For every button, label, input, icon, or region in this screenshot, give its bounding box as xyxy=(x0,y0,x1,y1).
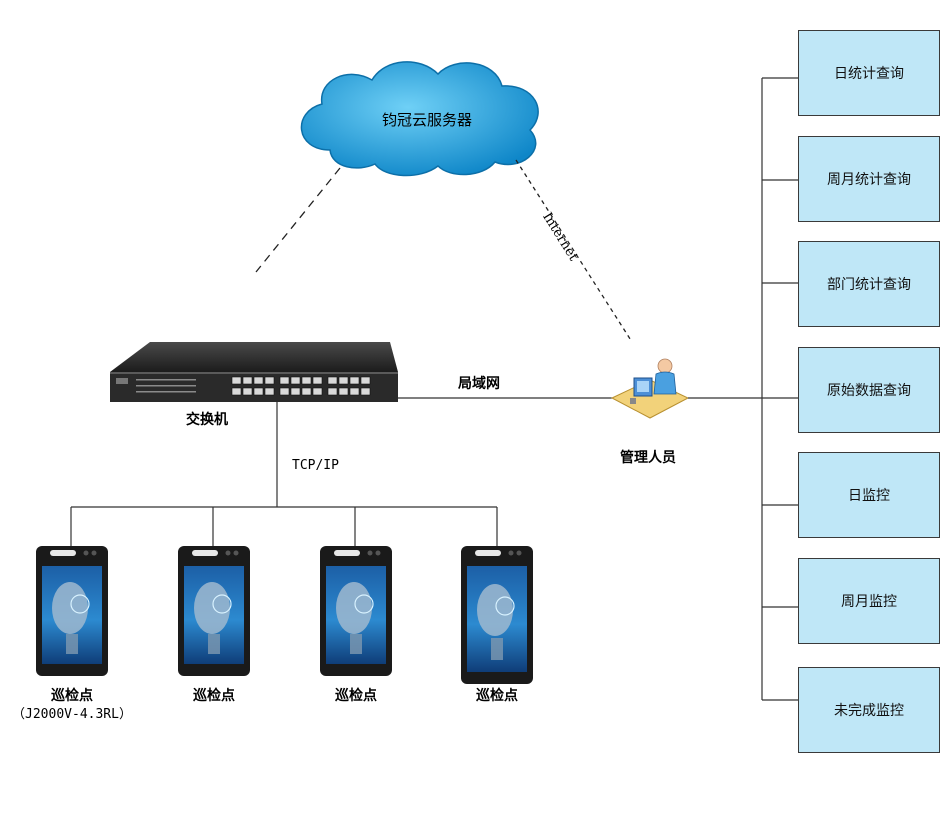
admin-label: 管理人员 xyxy=(620,450,676,466)
device-label: 巡检点 xyxy=(335,688,377,704)
device-label: 巡检点 xyxy=(193,688,235,704)
query-box-raw-data[interactable]: 原始数据查询 xyxy=(798,347,940,433)
switch-label: 交换机 xyxy=(186,412,228,428)
device-terminal-icon xyxy=(320,546,392,676)
query-label: 周月统计查询 xyxy=(827,172,911,188)
device-label: 巡检点 xyxy=(51,688,93,704)
device-label: 巡检点 xyxy=(476,688,518,704)
query-box-daily-monitor[interactable]: 日监控 xyxy=(798,452,940,538)
cloud-label: 钧冠云服务器 xyxy=(382,111,473,129)
query-box-weekly-monthly-stats[interactable]: 周月统计查询 xyxy=(798,136,940,222)
query-label: 周月监控 xyxy=(841,594,897,610)
device-terminal-icon xyxy=(461,546,533,684)
lan-label: 局域网 xyxy=(458,376,500,392)
cloud-switch-link xyxy=(255,167,341,273)
tcp-ip-label: TCP/IP xyxy=(292,458,339,473)
device-terminal-icon xyxy=(178,546,250,676)
query-box-weekly-monthly-monitor[interactable]: 周月监控 xyxy=(798,558,940,644)
query-label: 日监控 xyxy=(848,488,890,504)
cloud-icon xyxy=(300,61,539,177)
query-label: 日统计查询 xyxy=(834,66,904,82)
query-box-department-stats[interactable]: 部门统计查询 xyxy=(798,241,940,327)
device-terminal-icon xyxy=(36,546,108,676)
query-label: 未完成监控 xyxy=(834,703,904,719)
query-label: 部门统计查询 xyxy=(827,277,911,293)
query-box-daily-stats[interactable]: 日统计查询 xyxy=(798,30,940,116)
internet-link xyxy=(515,159,633,343)
device-model-label: （J2000V-4.3RL） xyxy=(12,707,132,722)
admin-person-icon xyxy=(610,358,690,419)
query-label: 原始数据查询 xyxy=(827,383,911,399)
network-switch-icon xyxy=(110,342,398,402)
query-box-incomplete-monitor[interactable]: 未完成监控 xyxy=(798,667,940,753)
